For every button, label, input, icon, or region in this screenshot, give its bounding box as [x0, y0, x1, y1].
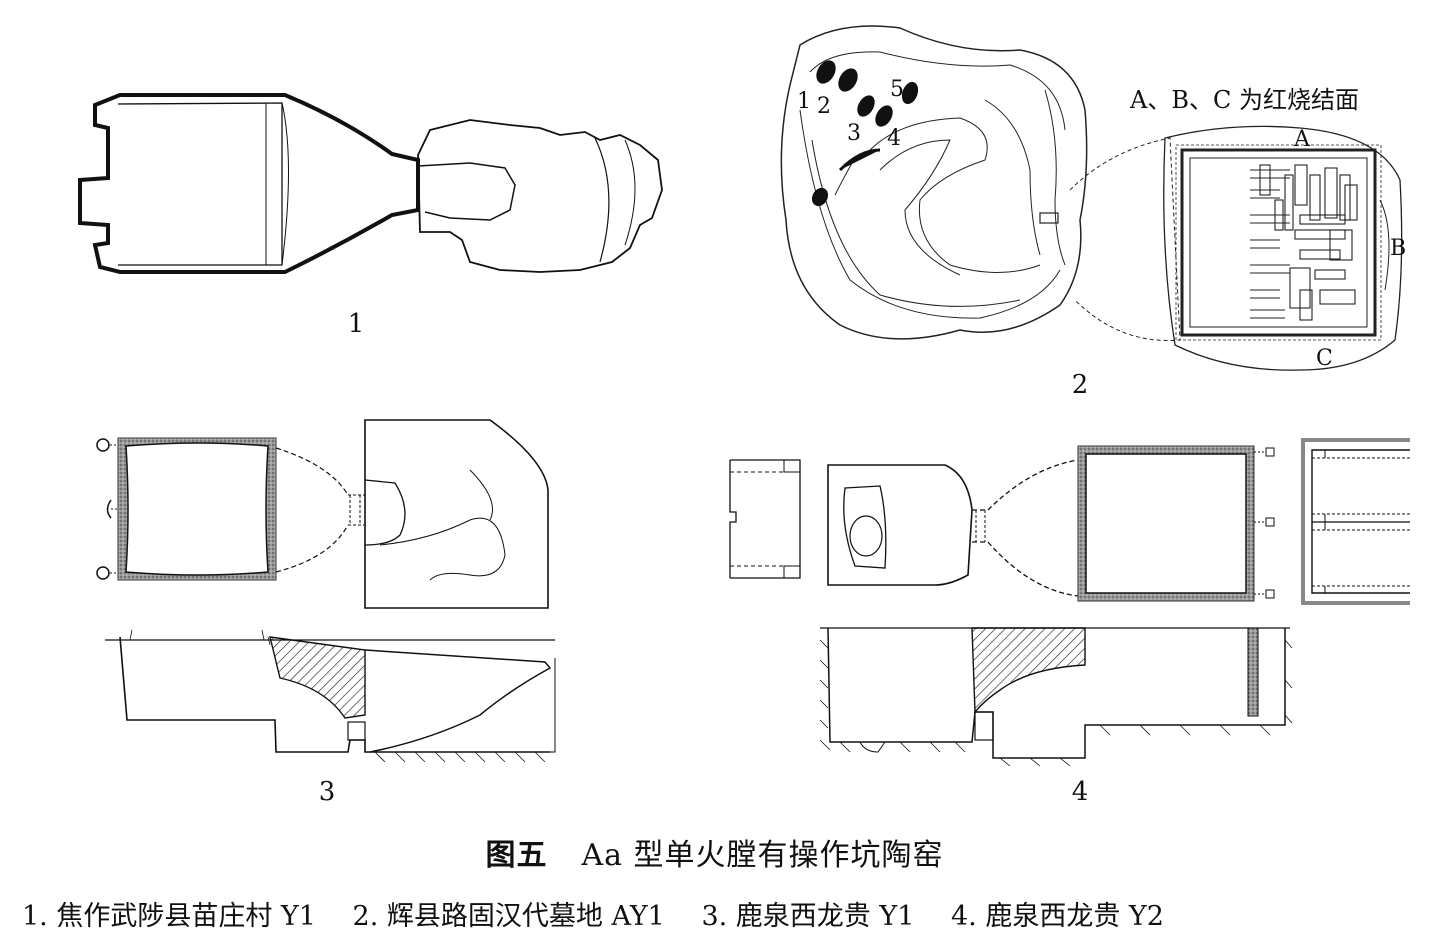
panel-4-kiln-section [819, 627, 1293, 767]
panel-3-label: 3 [319, 777, 336, 807]
subcaption-item-4: 4. 鹿泉西龙贵 Y2 [951, 901, 1164, 932]
panel-4-kiln-plan [729, 438, 1410, 605]
figure-title-text: Aa 型单火膛有操作坑陶窑 [581, 838, 944, 873]
panel-2-annotations: 1 2 3 4 5 A、B、C 为红烧结面 A B C [797, 77, 1406, 371]
panel-2-label: 2 [1072, 370, 1089, 400]
figure-subcaption: 1. 焦作武陟县苗庄村 Y1 2. 辉县路固汉代墓地 AY1 3. 鹿泉西龙贵 … [22, 894, 1192, 933]
hole-number-3: 3 [847, 121, 861, 146]
subcaption-item-2: 2. 辉县路固汉代墓地 AY1 [352, 901, 665, 932]
figure-title: 图五 Aa 型单火膛有操作坑陶窑 [0, 830, 1429, 874]
subcaption-item-3: 3. 鹿泉西龙贵 Y1 [701, 901, 915, 932]
surface-label-b: B [1390, 236, 1406, 261]
outer-pit-outline [780, 25, 1088, 340]
panel-4-label: 4 [1072, 777, 1089, 807]
surface-label-c: C [1316, 346, 1333, 371]
kiln-chamber [1085, 453, 1247, 594]
surface-label-a: A [1293, 127, 1311, 152]
panel-1-label: 1 [348, 309, 365, 339]
panel-3-kiln-plan [96, 419, 549, 609]
panel-3-kiln-section [105, 629, 556, 763]
kiln-chamber-wall [78, 93, 420, 274]
hole-number-1: 1 [797, 89, 811, 114]
hole-number-4: 4 [887, 126, 901, 151]
kiln-brick-pattern [1250, 164, 1358, 321]
legend-note: A、B、C 为红烧结面 [1129, 86, 1359, 114]
kiln-chamber-inner [117, 102, 283, 266]
operation-pit-outline [417, 119, 663, 273]
figure-number: 图五 [485, 838, 548, 873]
hole-number-5: 5 [890, 77, 904, 102]
hole-number-2: 2 [817, 94, 831, 119]
kiln-chamber-outer [1163, 125, 1403, 371]
operation-pit-outline [364, 419, 549, 609]
panel-1-kiln-plan [78, 93, 663, 274]
post-holes [811, 60, 919, 207]
fire-chamber-inner [417, 162, 516, 221]
operation-pit-outline [827, 464, 973, 586]
panel-2-kiln-plan [780, 25, 1403, 371]
subcaption-item-1: 1. 焦作武陟县苗庄村 Y1 [22, 901, 316, 932]
kiln-chamber [125, 442, 269, 576]
